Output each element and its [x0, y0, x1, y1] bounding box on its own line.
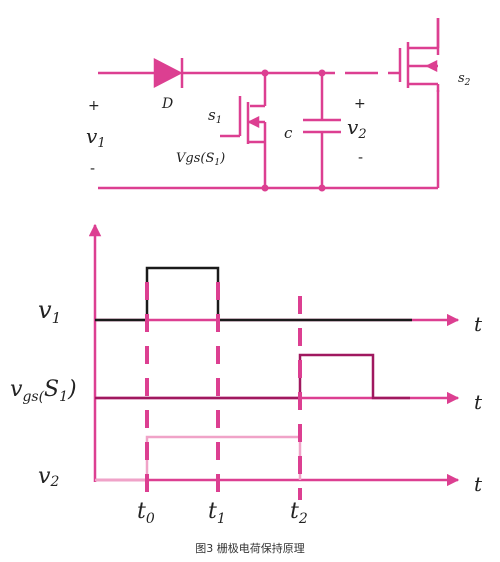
junction-dots — [261, 69, 326, 192]
time-axis-label-3: t — [474, 472, 483, 496]
time-axis-label-2: t — [474, 390, 483, 414]
tick-label-t1: t1 — [208, 499, 226, 527]
figure-caption: 图3 栅极电荷保持原理 — [195, 541, 305, 555]
output-plus: + — [354, 96, 366, 112]
row-label-vgs: vgs(S1) — [10, 377, 77, 405]
row-label-v2: v2 — [38, 464, 59, 490]
mosfet-s1-symbol — [220, 73, 267, 188]
time-axis-label-1: t — [474, 312, 483, 336]
input-voltage-label: v1 — [86, 124, 106, 151]
capacitor-symbol — [303, 73, 341, 188]
input-minus: - — [90, 161, 95, 177]
diode-symbol — [153, 57, 184, 89]
timing-diagram — [88, 223, 460, 500]
output-voltage-label: v2 — [347, 115, 367, 142]
waveform-v2 — [95, 435, 302, 482]
input-plus: + — [88, 98, 100, 114]
capacitor-label: c — [284, 124, 293, 142]
tick-label-t2: t2 — [290, 499, 308, 527]
output-minus: - — [358, 150, 363, 166]
s1-label: s1 — [208, 106, 222, 126]
circuit-diagram — [98, 18, 440, 190]
s2-label: s2 — [458, 71, 471, 88]
row-label-v1: v1 — [38, 296, 61, 327]
diode-label: D — [161, 96, 173, 112]
mosfet-s2-symbol — [398, 18, 440, 92]
vgs-s1-label: Vgs(S1) — [176, 151, 225, 168]
tick-label-t0: t0 — [137, 499, 155, 527]
waveform-vgs — [95, 353, 410, 400]
waveform-v1 — [95, 266, 412, 322]
